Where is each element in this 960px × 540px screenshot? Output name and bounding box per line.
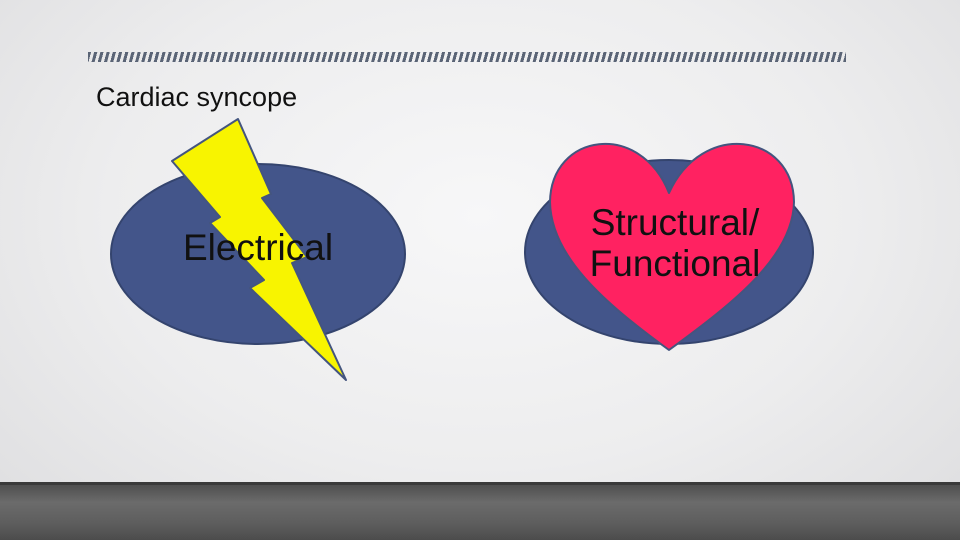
- decorative-stripe: [88, 52, 846, 62]
- electrical-label: Electrical: [182, 227, 334, 268]
- heart-icon: [549, 143, 795, 351]
- structural-functional-label: Structural/ Functional: [589, 202, 761, 285]
- slide-title: Cardiac syncope: [96, 82, 298, 112]
- lightning-bolt-icon: [171, 118, 347, 381]
- floor-band: [0, 482, 960, 540]
